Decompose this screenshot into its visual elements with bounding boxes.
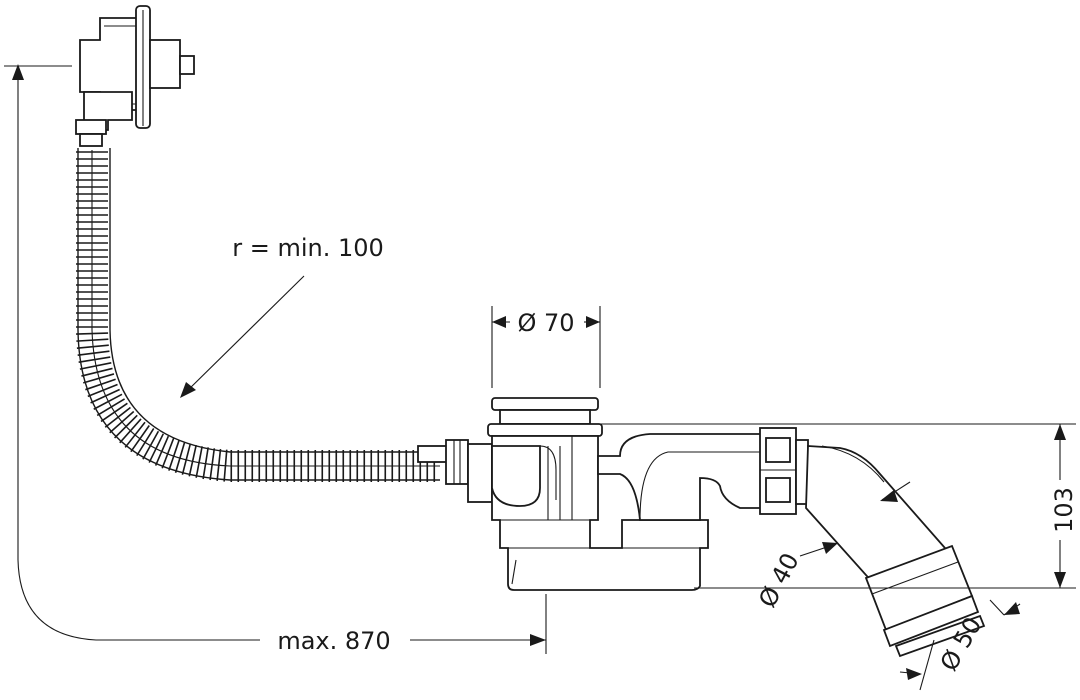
height-label: 103	[1050, 487, 1078, 533]
top-diameter-label: Ø 70	[517, 309, 574, 337]
hose-rib	[90, 388, 120, 404]
hose-rib	[76, 332, 109, 335]
hose-rib	[168, 440, 180, 471]
dimension-top-diameter: Ø 70	[491, 306, 601, 388]
hose-rib	[216, 448, 222, 481]
hose-rib	[93, 393, 123, 410]
hose-rib	[130, 425, 150, 453]
hose-rib	[195, 446, 203, 478]
hose-rib	[96, 398, 125, 417]
hose-ribs	[76, 151, 436, 482]
hose-connector	[417, 439, 493, 503]
radius-leader: r = min. 100	[180, 234, 384, 398]
hose-rib	[81, 367, 113, 377]
length-label: max. 870	[277, 627, 390, 655]
dimension-height: 103	[598, 423, 1078, 589]
dimension-length: max. 870	[4, 64, 547, 655]
hose-rib	[114, 414, 138, 439]
hose-rib	[136, 428, 155, 457]
hose-rib	[109, 410, 135, 434]
hose-rib	[124, 421, 146, 448]
hose-rib	[83, 373, 115, 384]
hose-rib	[87, 383, 118, 398]
radius-label: r = min. 100	[232, 234, 384, 262]
hose-rib	[100, 402, 128, 423]
hose-rib	[77, 350, 110, 356]
hose-rib	[154, 435, 170, 466]
hose-rib	[119, 418, 142, 444]
hose-rib	[85, 378, 116, 391]
hose-rib	[223, 449, 228, 482]
hose-rib	[79, 362, 112, 370]
corrugated-hose	[76, 148, 440, 482]
hose-rib	[76, 344, 109, 349]
hose-rib	[202, 447, 209, 480]
hose-rib	[104, 406, 131, 428]
hose-rib	[142, 430, 160, 460]
trap-body	[487, 397, 709, 591]
hose-rib	[174, 441, 186, 474]
hose-rib	[76, 338, 109, 342]
inner-diameter-label: Ø 40	[753, 548, 805, 612]
overflow-head	[75, 5, 195, 147]
hose-rib	[181, 443, 192, 475]
hose-rib	[148, 433, 164, 463]
hose-rib	[78, 356, 111, 363]
outlet-pipe	[597, 427, 986, 658]
hose-rib	[188, 444, 197, 477]
hose-rib	[161, 438, 175, 469]
hose-rib	[209, 448, 216, 481]
